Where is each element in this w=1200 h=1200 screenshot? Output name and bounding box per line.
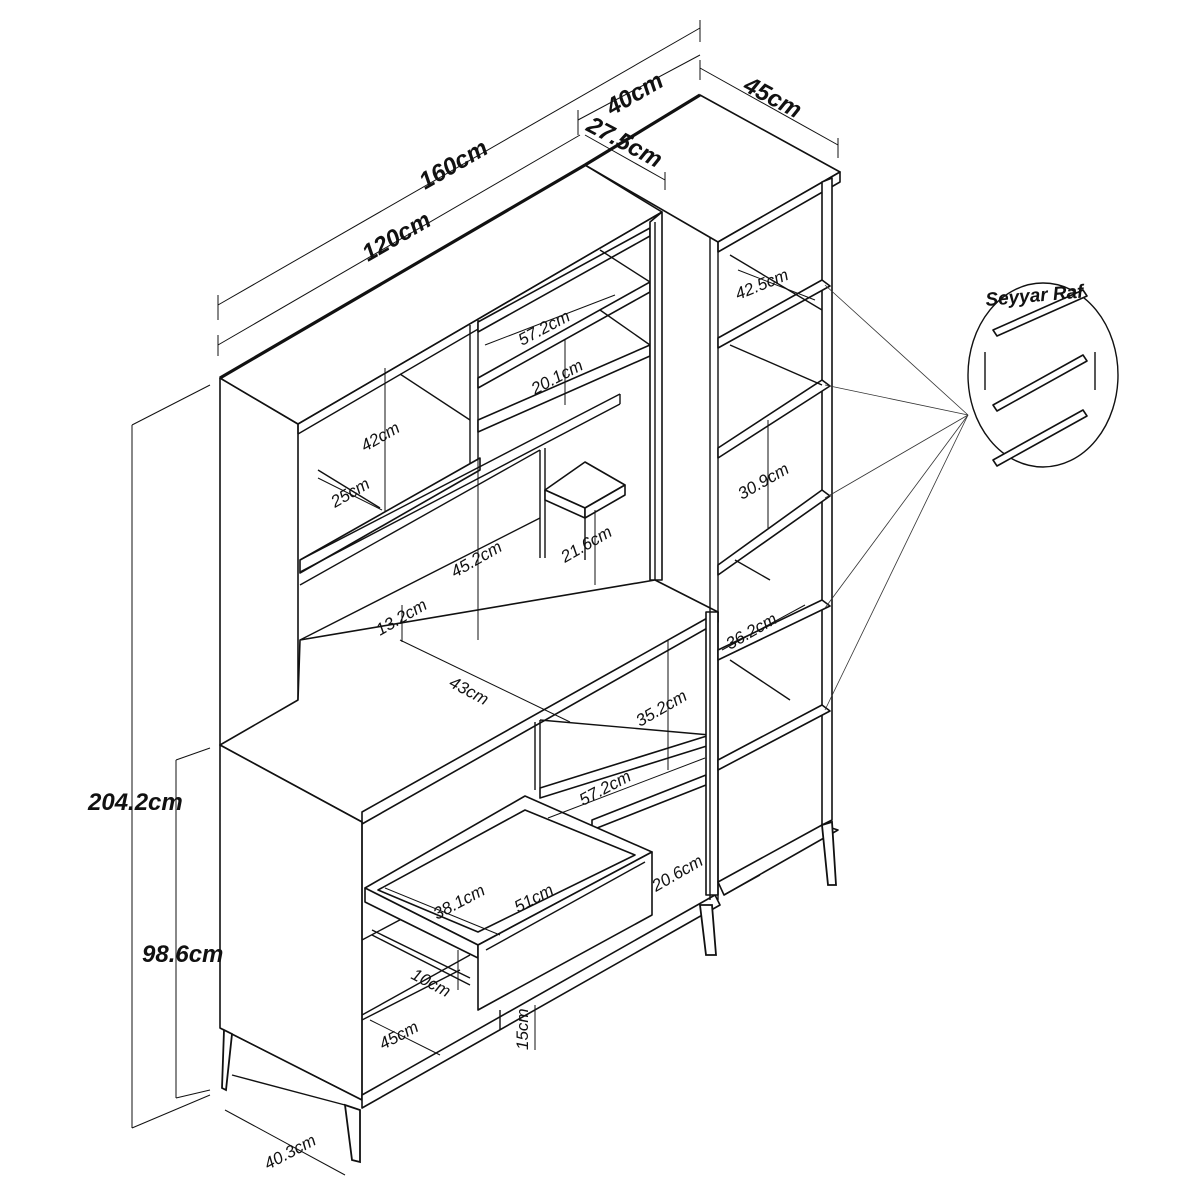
label-desk-opening-height: 45.2cm — [448, 537, 506, 581]
label-leg-height: 15cm — [513, 1008, 532, 1050]
label-tower-width: 40cm — [601, 67, 669, 122]
upper-hutch — [219, 164, 663, 783]
label-right-compartment-height: 35.2cm — [633, 686, 691, 730]
edge-highlights — [219, 93, 701, 380]
label-left-compartment-height: 42cm — [358, 418, 404, 455]
inset-removable-shelf — [967, 282, 1119, 468]
label-tower-depth: 45cm — [738, 71, 806, 124]
dimension-lines — [131, 20, 839, 1176]
label-total-width: 160cm — [415, 134, 493, 195]
drawer — [364, 795, 653, 1011]
main-legs — [221, 904, 717, 1164]
label-base-depth: 40.3cm — [261, 1131, 319, 1174]
callout-lines — [824, 284, 969, 711]
desk-surface — [219, 579, 719, 825]
label-lower-height: 98.6cm — [142, 941, 223, 968]
label-drawer-height: 10cm — [408, 965, 454, 1001]
label-total-height: 204.2cm — [87, 789, 183, 816]
label-lower-shelf-height: 20.6cm — [648, 851, 707, 896]
label-bottom-depth: 45cm — [376, 1017, 422, 1053]
label-tower-shelf-mid: 30.9cm — [735, 459, 793, 503]
label-small-shelf-height: 21.6cm — [557, 522, 616, 567]
